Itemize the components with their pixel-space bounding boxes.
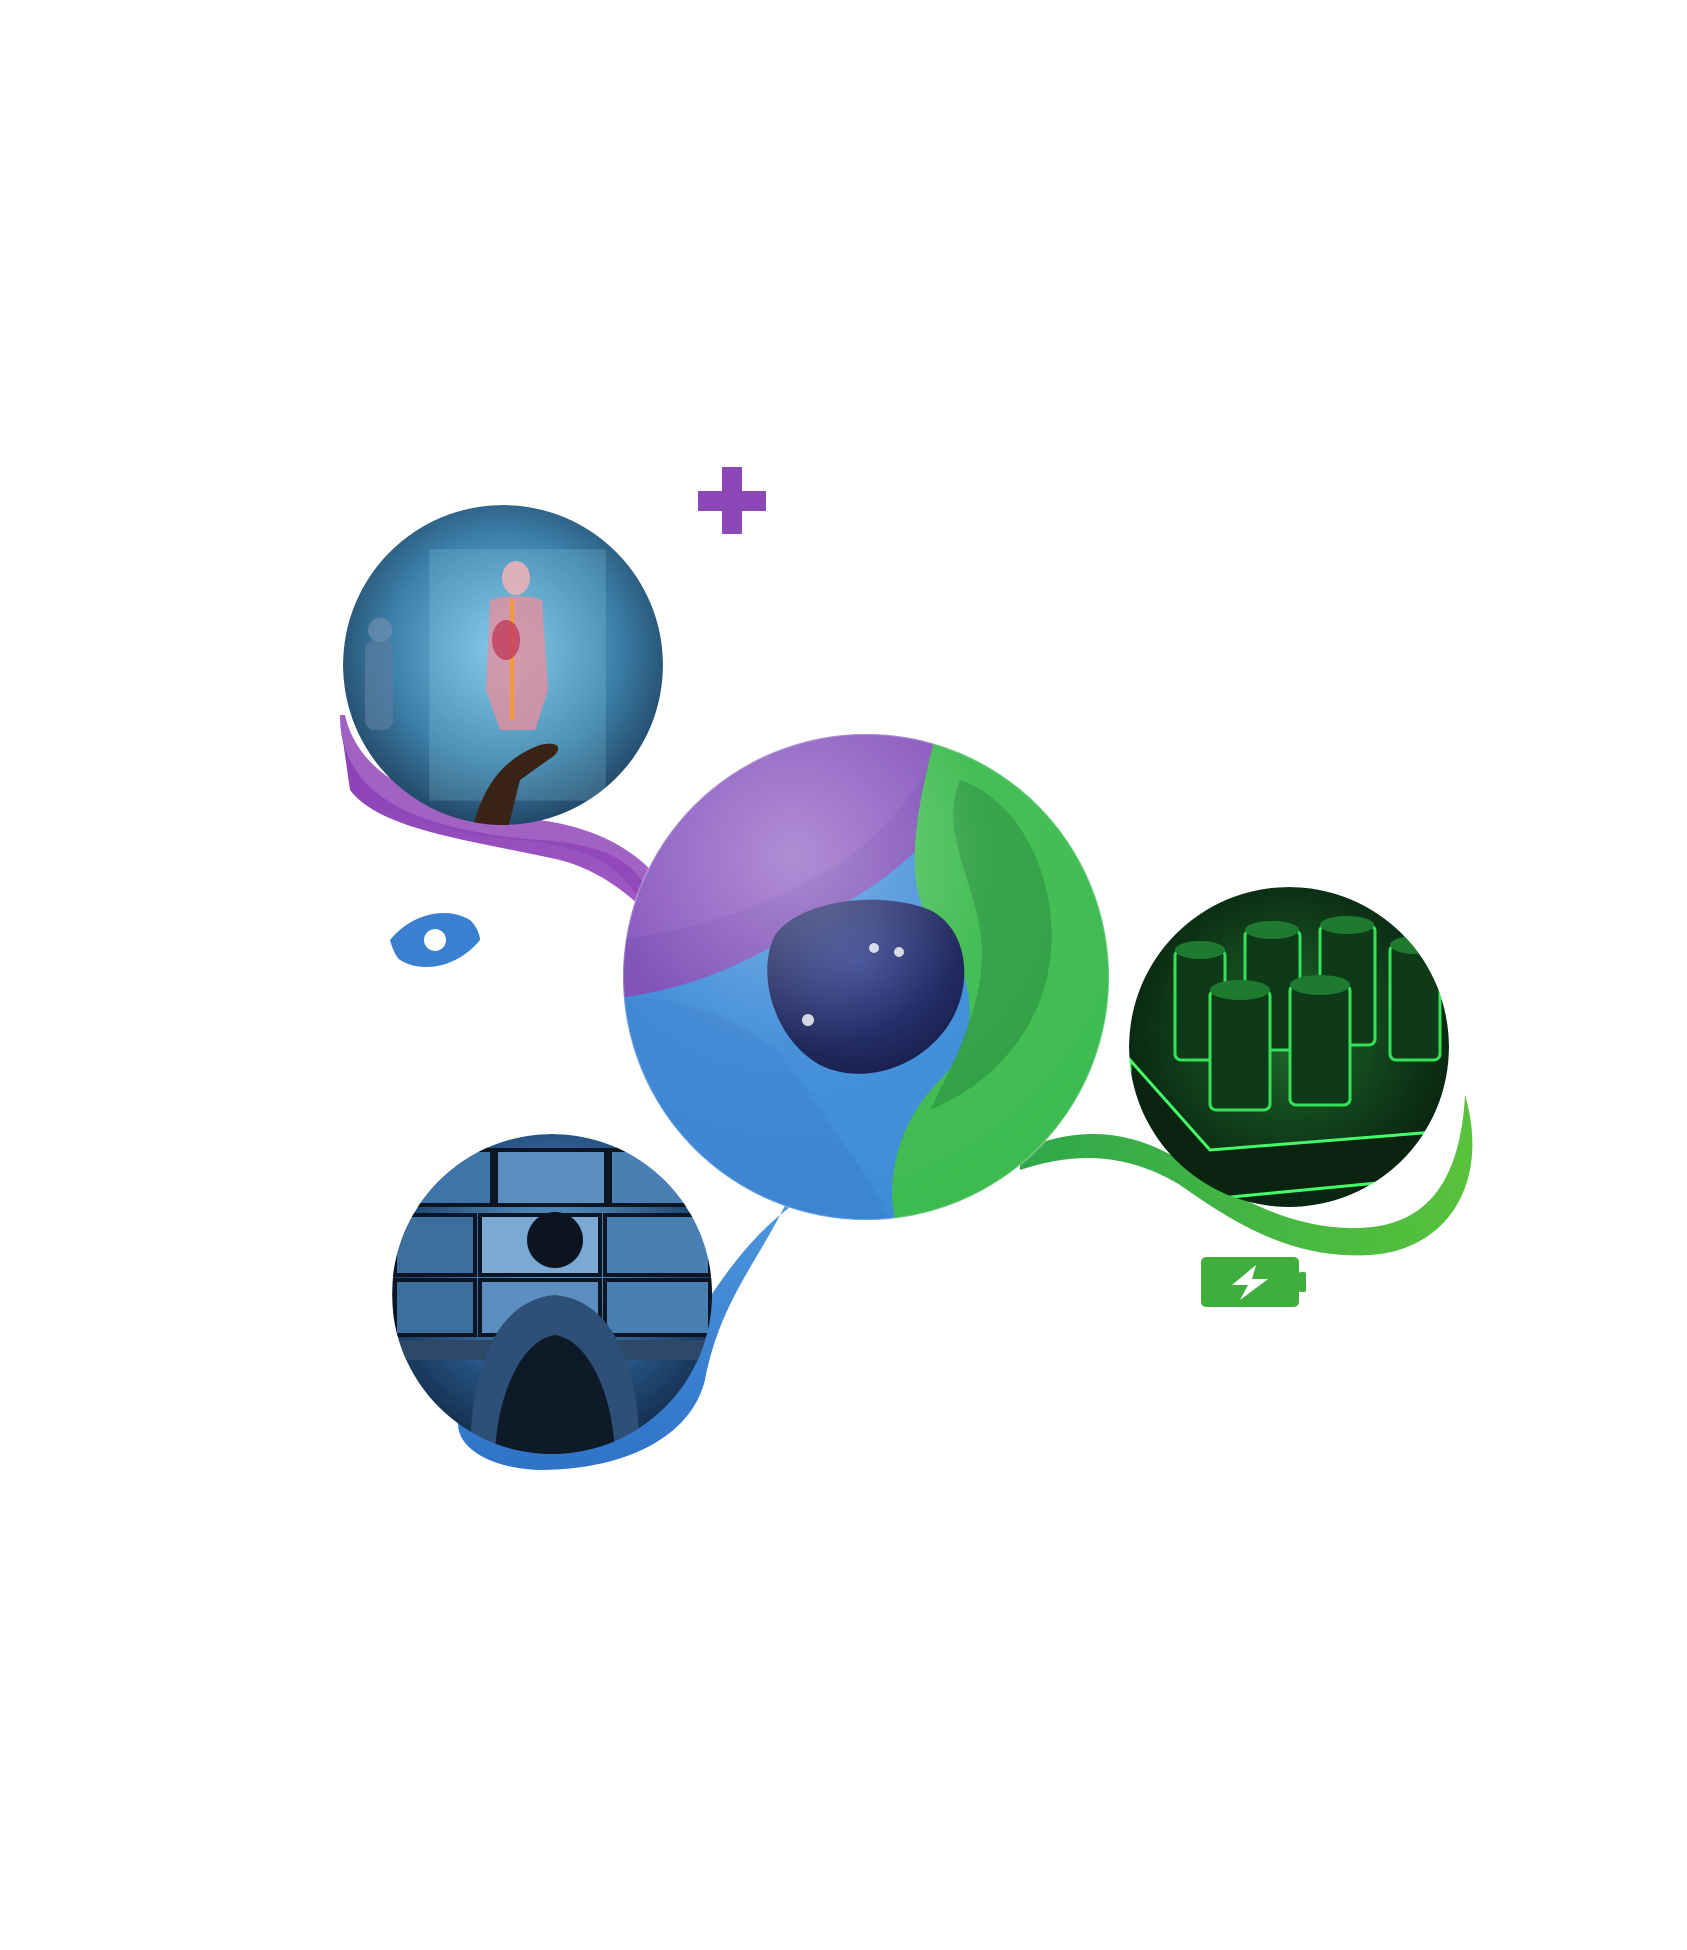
healthcare-image	[343, 505, 663, 825]
green-ribbon	[1020, 1095, 1473, 1256]
battery-charging-icon	[1201, 1257, 1306, 1307]
purple-ribbon-swoop	[340, 715, 690, 960]
plus-icon	[698, 467, 766, 534]
center-sphere	[623, 734, 1109, 1220]
security-monitoring-image	[392, 1134, 712, 1454]
eye-icon	[390, 912, 480, 968]
energy-storage-image	[1129, 887, 1449, 1207]
